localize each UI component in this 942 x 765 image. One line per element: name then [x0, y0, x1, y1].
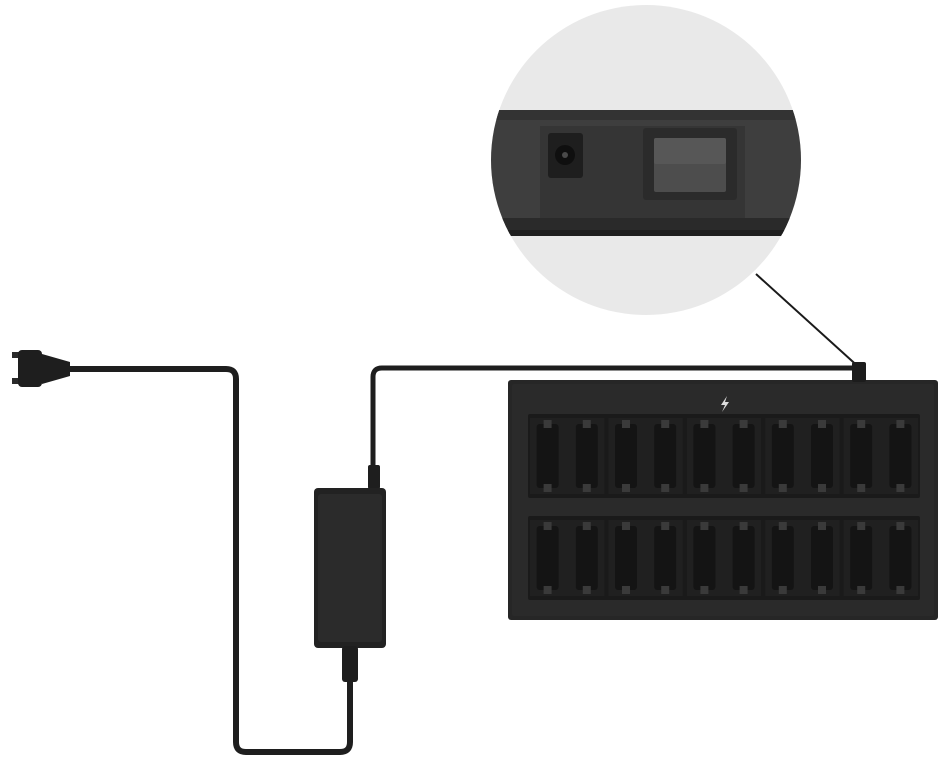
- battery-slot: [693, 424, 716, 488]
- battery-contact-top: [896, 420, 905, 428]
- battery-slot: [536, 424, 559, 488]
- zoom-pointer-line: [755, 273, 863, 371]
- battery-slot: [771, 526, 794, 590]
- power-adapter: [314, 465, 386, 682]
- dc-power-jack-icon: [548, 133, 583, 178]
- battery-slot: [850, 526, 873, 590]
- battery-slot: [732, 424, 755, 488]
- battery-contact-top: [778, 420, 787, 428]
- dc-input-connector: [852, 362, 866, 382]
- battery-contact-top: [582, 420, 591, 428]
- battery-contact-bottom: [582, 484, 591, 492]
- battery-slot: [811, 424, 833, 488]
- battery-contact-bottom: [661, 586, 670, 594]
- battery-slot: [771, 424, 794, 488]
- dc-cable: [370, 365, 863, 473]
- battery-contact-bottom: [582, 586, 591, 594]
- battery-slot: [615, 526, 637, 590]
- battery-contact-top: [778, 522, 787, 530]
- battery-contact-top: [739, 420, 748, 428]
- battery-contact-top: [700, 522, 709, 530]
- battery-slot-rows: [528, 414, 920, 600]
- battery-slot: [811, 526, 833, 590]
- battery-contact-bottom: [818, 586, 826, 594]
- battery-contact-bottom: [622, 586, 630, 594]
- battery-slot: [654, 424, 677, 488]
- battery-contact-top: [661, 522, 670, 530]
- battery-charger: [508, 362, 938, 620]
- battery-slot: [693, 526, 716, 590]
- battery-contact-top: [622, 420, 630, 428]
- battery-slot: [575, 424, 598, 488]
- battery-contact-bottom: [739, 484, 748, 492]
- battery-contact-bottom: [778, 586, 787, 594]
- battery-slot: [536, 526, 559, 590]
- ac-plug-icon: [12, 350, 70, 387]
- battery-contact-bottom: [778, 484, 787, 492]
- battery-slot: [615, 424, 637, 488]
- battery-contact-top: [582, 522, 591, 530]
- battery-contact-bottom: [622, 484, 630, 492]
- ac-cable: [65, 366, 353, 755]
- battery-contact-top: [818, 420, 826, 428]
- battery-slot: [654, 526, 677, 590]
- battery-contact-top: [857, 522, 866, 530]
- battery-contact-bottom: [857, 484, 866, 492]
- battery-contact-top: [896, 522, 905, 530]
- battery-contact-bottom: [700, 586, 709, 594]
- battery-contact-top: [818, 522, 826, 530]
- battery-slot: [889, 526, 912, 590]
- battery-contact-bottom: [543, 484, 552, 492]
- battery-contact-top: [543, 420, 552, 428]
- battery-slot: [575, 526, 598, 590]
- battery-contact-top: [857, 420, 866, 428]
- battery-contact-bottom: [739, 586, 748, 594]
- battery-contact-top: [739, 522, 748, 530]
- battery-contact-top: [543, 522, 552, 530]
- battery-slot: [889, 424, 912, 488]
- battery-contact-bottom: [818, 484, 826, 492]
- battery-contact-bottom: [857, 586, 866, 594]
- battery-contact-bottom: [896, 586, 905, 594]
- lightning-bolt-icon: [721, 396, 729, 412]
- battery-contact-bottom: [896, 484, 905, 492]
- battery-contact-bottom: [661, 484, 670, 492]
- battery-contact-bottom: [700, 484, 709, 492]
- battery-contact-top: [700, 420, 709, 428]
- battery-contact-bottom: [543, 586, 552, 594]
- battery-contact-top: [661, 420, 670, 428]
- battery-slot: [850, 424, 873, 488]
- zoom-inset: [491, 5, 801, 315]
- battery-slot: [732, 526, 755, 590]
- battery-contact-top: [622, 522, 630, 530]
- power-switch: [643, 128, 737, 200]
